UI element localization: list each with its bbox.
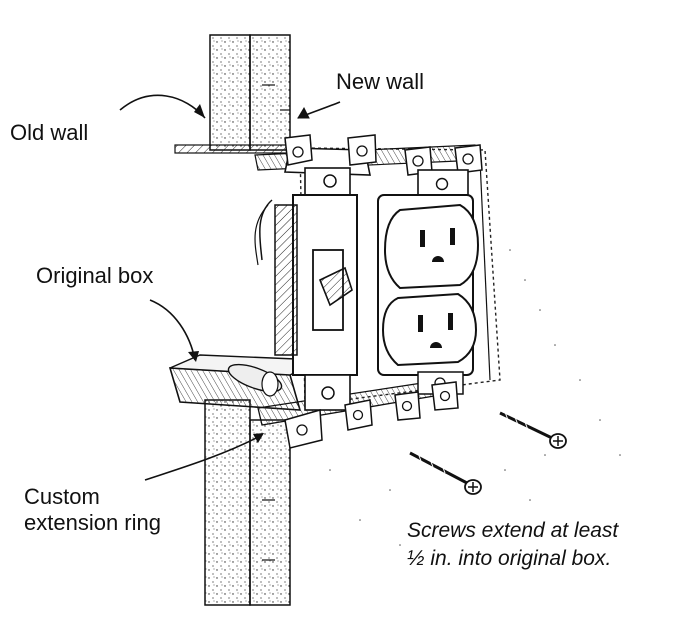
label-screws-note-line1: Screws extend at least — [407, 519, 619, 542]
duplex-receptacle — [377, 144, 483, 421]
mounting-screws — [409, 411, 567, 495]
switch-toggle — [318, 266, 353, 307]
upper-wall-section — [174, 34, 301, 154]
new-wall-lower — [249, 419, 291, 606]
arrow-original-box — [149, 299, 196, 361]
old-wall-upper — [209, 34, 251, 151]
screw-upper — [499, 411, 567, 449]
leader-arrows — [119, 94, 341, 481]
background-stipple — [329, 249, 621, 546]
light-switch — [254, 134, 377, 449]
arrow-old-wall — [119, 94, 206, 119]
label-original-box: Original box — [36, 263, 154, 288]
receptacle-upper-face — [383, 203, 480, 290]
label-old-wall: Old wall — [10, 120, 89, 145]
old-wall-lower — [204, 399, 251, 606]
lower-wall-section — [204, 399, 291, 606]
label-new-wall: New wall — [336, 69, 425, 94]
label-screws-note-line2: ½ in. into original box. — [407, 547, 612, 570]
receptacle-lower-face — [381, 292, 478, 367]
label-custom-extension-ring-line2: extension ring — [24, 510, 161, 535]
wall-ledge-top — [174, 144, 301, 154]
label-custom-extension-ring-line1: Custom — [24, 484, 100, 509]
original-box — [168, 354, 321, 411]
new-wall-upper — [249, 34, 291, 151]
arrow-extension-ring — [144, 434, 263, 481]
screw-lower — [409, 451, 482, 495]
